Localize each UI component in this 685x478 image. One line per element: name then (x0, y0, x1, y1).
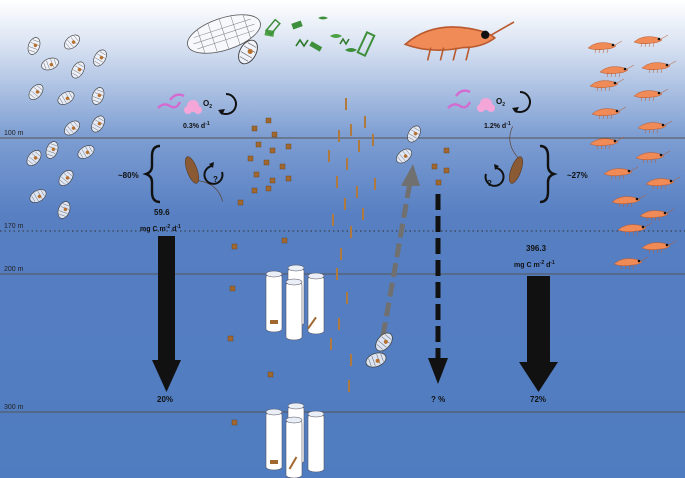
depth-label-100m: 100 m (4, 130, 24, 137)
phytoplankton-icon (264, 16, 376, 57)
retention-pct-right: ~27% (567, 171, 588, 180)
transfer-pct-middle: ? % (431, 395, 445, 404)
transfer-pct-left: 20% (157, 395, 173, 404)
export-arrow-left (152, 236, 181, 392)
sediment-trap-200m-icon (265, 264, 325, 341)
mucus-strands-right-icon (447, 89, 472, 109)
transfer-pct-right: 72% (530, 395, 546, 404)
depth-label-200m: 200 m (4, 266, 24, 273)
copepod-left-icon (184, 156, 223, 202)
respiration-loop-copepod-right-icon (484, 164, 505, 187)
sediment-trap-300m-icon (265, 402, 325, 478)
mucus-strands-left-icon (157, 93, 185, 109)
depth-label-170m: 170 m (4, 223, 24, 230)
respiration-cloud-right-icon (477, 98, 495, 112)
respiration-loop-copepod-left-icon (203, 162, 224, 185)
oxygen-label-right: O2 (496, 97, 505, 108)
export-arrow-middle (428, 194, 448, 384)
flux-value-left: 59.6 (154, 208, 170, 217)
export-arrow-right (519, 276, 558, 392)
flux-unit-right: mg C m-2 d-1 (514, 260, 555, 269)
brace-right (539, 144, 558, 204)
respiration-cloud-left-icon (184, 100, 202, 114)
brace-left (142, 144, 161, 204)
migration-arrow (380, 164, 420, 337)
flux-value-right: 396.3 (526, 244, 547, 253)
respiration-rate-left: 0.3% d-1 (183, 121, 210, 130)
oxygen-label-left: O2 (203, 99, 212, 110)
respiration-loop-left-icon (218, 93, 237, 115)
large-salp-icon (187, 14, 261, 54)
retention-pct-left: ~80% (118, 171, 139, 180)
copepod-right-icon (508, 126, 524, 184)
unknown-respiration-left: ? (213, 175, 218, 184)
depth-label-300m: 300 m (4, 404, 24, 411)
fecal-pellets-krill-side (431, 147, 450, 186)
fecal-pellets-salp (227, 117, 292, 426)
respiration-loop-right-icon (512, 91, 531, 113)
flux-unit-left: mg C m-2 d-1 (140, 224, 181, 233)
fecal-strings-krill (328, 98, 376, 392)
respiration-rate-right: 1.2% d-1 (484, 121, 511, 130)
unknown-respiration-right: ? (487, 179, 492, 188)
